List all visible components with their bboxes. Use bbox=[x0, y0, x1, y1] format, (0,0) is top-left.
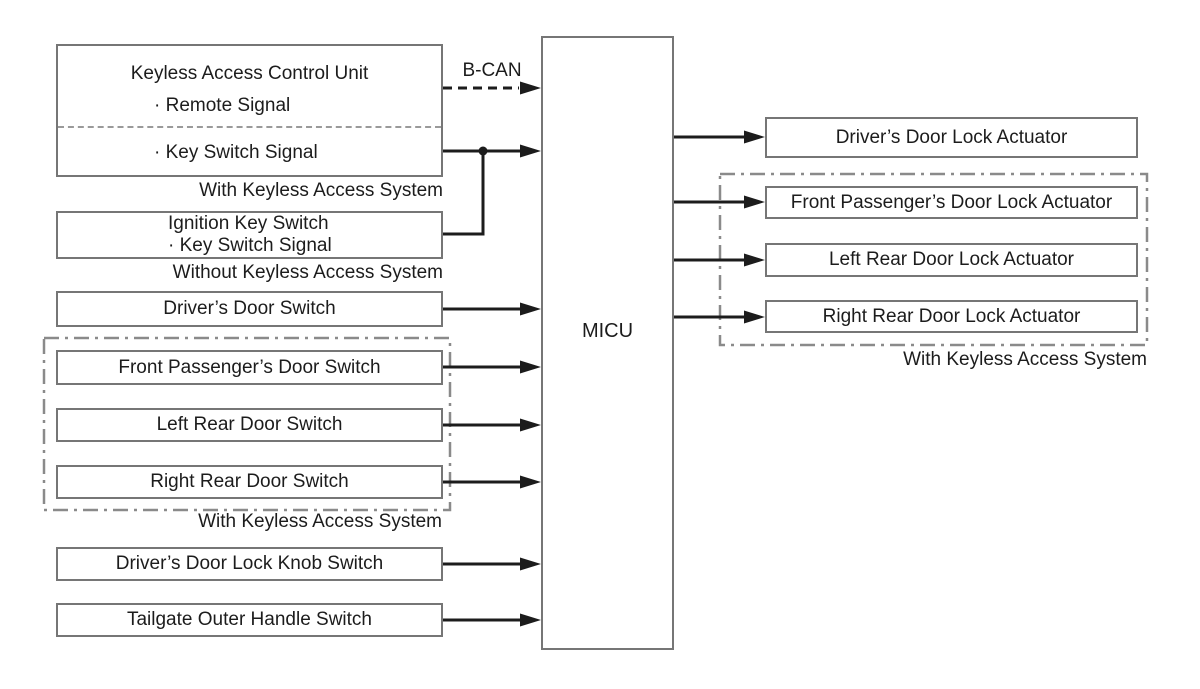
right-rear-door-lock-actuator-box: Right Rear Door Lock Actuator bbox=[765, 300, 1138, 333]
arrow-drivers-door-switch bbox=[443, 302, 541, 316]
micu-box: MICU bbox=[541, 36, 674, 650]
bcan-label: B-CAN bbox=[462, 60, 522, 81]
key-switch-signal-label: · Key Switch Signal bbox=[154, 142, 318, 163]
left-rear-door-lock-actuator-box: Left Rear Door Lock Actuator bbox=[765, 243, 1138, 277]
arrow-drivers-door-lock-actuator bbox=[674, 130, 765, 144]
signal-divider-line bbox=[58, 126, 441, 128]
arrow-front-passengers-door-lock-actuator bbox=[674, 195, 765, 209]
arrow-right-rear-door-switch bbox=[443, 475, 541, 489]
tailgate-outer-handle-switch-box: Tailgate Outer Handle Switch bbox=[56, 603, 443, 637]
left-rear-door-switch-box: Left Rear Door Switch bbox=[56, 408, 443, 442]
caption-with-keyless-right-group: With Keyless Access System bbox=[903, 349, 1147, 370]
arrow-right-rear-door-lock-actuator bbox=[674, 310, 765, 324]
arrow-front-passengers-door-switch bbox=[443, 360, 541, 374]
drivers-door-lock-actuator-box: Driver’s Door Lock Actuator bbox=[765, 117, 1138, 158]
arrow-left-rear-door-lock-actuator bbox=[674, 253, 765, 267]
caption-without-keyless: Without Keyless Access System bbox=[172, 262, 443, 283]
arrow-key-switch-signal bbox=[443, 144, 541, 236]
keyless-unit-title: Keyless Access Control Unit bbox=[130, 63, 369, 84]
right-rear-door-switch-box: Right Rear Door Switch bbox=[56, 465, 443, 499]
drivers-door-switch-box: Driver’s Door Switch bbox=[56, 291, 443, 327]
drivers-door-lock-knob-switch-box: Driver’s Door Lock Knob Switch bbox=[56, 547, 443, 581]
caption-with-keyless-left-group: With Keyless Access System bbox=[198, 511, 442, 532]
front-passengers-door-switch-box: Front Passenger’s Door Switch bbox=[56, 350, 443, 385]
front-passengers-door-lock-actuator-box: Front Passenger’s Door Lock Actuator bbox=[765, 186, 1138, 219]
micu-label: MICU bbox=[581, 320, 634, 342]
ignition-junction-line bbox=[443, 151, 485, 236]
remote-signal-label: · Remote Signal bbox=[154, 95, 291, 116]
arrow-bcan bbox=[443, 81, 541, 95]
arrow-left-rear-door-switch bbox=[443, 418, 541, 432]
arrow-drivers-door-lock-knob-switch bbox=[443, 557, 541, 571]
ignition-key-switch-box: Ignition Key Switch · Key Switch Signal bbox=[56, 211, 443, 259]
keyless-access-control-unit-box: Keyless Access Control Unit · Remote Sig… bbox=[56, 44, 443, 177]
ignition-title: Ignition Key Switch bbox=[168, 213, 329, 234]
caption-with-keyless-top: With Keyless Access System bbox=[199, 180, 443, 201]
junction-dot bbox=[478, 146, 488, 156]
arrow-tailgate-outer-handle-switch bbox=[443, 613, 541, 627]
ignition-key-switch-signal-label: · Key Switch Signal bbox=[168, 235, 332, 256]
